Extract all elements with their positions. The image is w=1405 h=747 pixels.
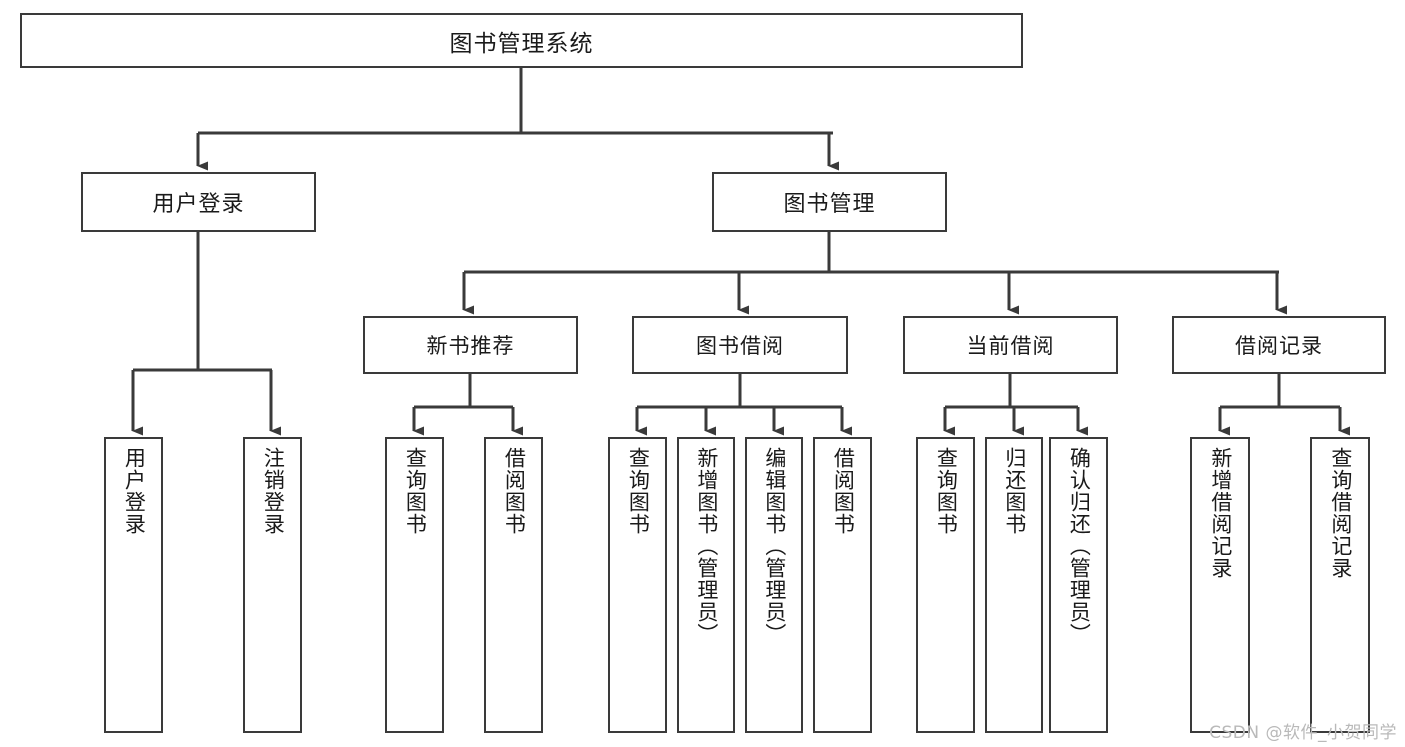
- leaf-node[interactable]: 编辑图书（管理员）: [745, 437, 803, 733]
- leaf-node[interactable]: 确认归还（管理员）: [1049, 437, 1108, 733]
- node-current-borrow-label: 当前借阅: [966, 334, 1055, 358]
- node-book-management-label: 图书管理: [783, 192, 876, 217]
- node-new-book-recommend[interactable]: 新书推荐: [363, 316, 578, 374]
- leaf-node-label: 查询图书: [934, 447, 959, 535]
- leaf-node[interactable]: 归还图书: [985, 437, 1043, 733]
- node-root[interactable]: 图书管理系统: [20, 13, 1023, 68]
- leaf-node[interactable]: 查询借阅记录: [1310, 437, 1370, 733]
- leaf-node[interactable]: 查询图书: [608, 437, 667, 733]
- leaf-node[interactable]: 用户登录: [104, 437, 163, 733]
- leaf-node[interactable]: 查询图书: [385, 437, 444, 733]
- node-book-management[interactable]: 图书管理: [712, 172, 947, 232]
- node-root-label: 图书管理系统: [449, 30, 594, 57]
- leaf-node-label: 注销登录: [261, 447, 286, 535]
- leaf-node-label: 编辑图书（管理员）: [762, 447, 787, 645]
- watermark: CSDN @软件_小贺同学: [1209, 723, 1397, 743]
- node-user-login[interactable]: 用户登录: [81, 172, 316, 232]
- leaf-node-label: 新增借阅记录: [1208, 447, 1233, 579]
- leaf-node[interactable]: 借阅图书: [484, 437, 543, 733]
- leaf-node-label: 借阅图书: [831, 447, 856, 535]
- node-book-borrow-label: 图书借阅: [696, 334, 784, 358]
- leaf-node-label: 查询图书: [626, 447, 651, 535]
- node-borrow-record-label: 借阅记录: [1235, 334, 1323, 358]
- leaf-node[interactable]: 注销登录: [243, 437, 302, 733]
- leaf-node-label: 用户登录: [122, 447, 147, 535]
- node-new-book-recommend-label: 新书推荐: [426, 334, 515, 358]
- leaf-node-label: 新增图书（管理员）: [694, 447, 719, 645]
- leaf-node[interactable]: 新增借阅记录: [1190, 437, 1250, 733]
- leaf-node-label: 查询图书: [403, 447, 428, 535]
- leaf-node[interactable]: 借阅图书: [813, 437, 872, 733]
- node-borrow-record[interactable]: 借阅记录: [1172, 316, 1386, 374]
- leaf-node-label: 借阅图书: [502, 447, 527, 535]
- leaf-node[interactable]: 新增图书（管理员）: [677, 437, 735, 733]
- leaf-node-label: 查询借阅记录: [1328, 447, 1353, 579]
- node-user-login-label: 用户登录: [152, 192, 245, 217]
- node-book-borrow[interactable]: 图书借阅: [632, 316, 848, 374]
- leaf-node-label: 归还图书: [1002, 447, 1027, 535]
- leaf-node-label: 确认归还（管理员）: [1067, 447, 1092, 645]
- node-current-borrow[interactable]: 当前借阅: [903, 316, 1118, 374]
- leaf-node[interactable]: 查询图书: [916, 437, 975, 733]
